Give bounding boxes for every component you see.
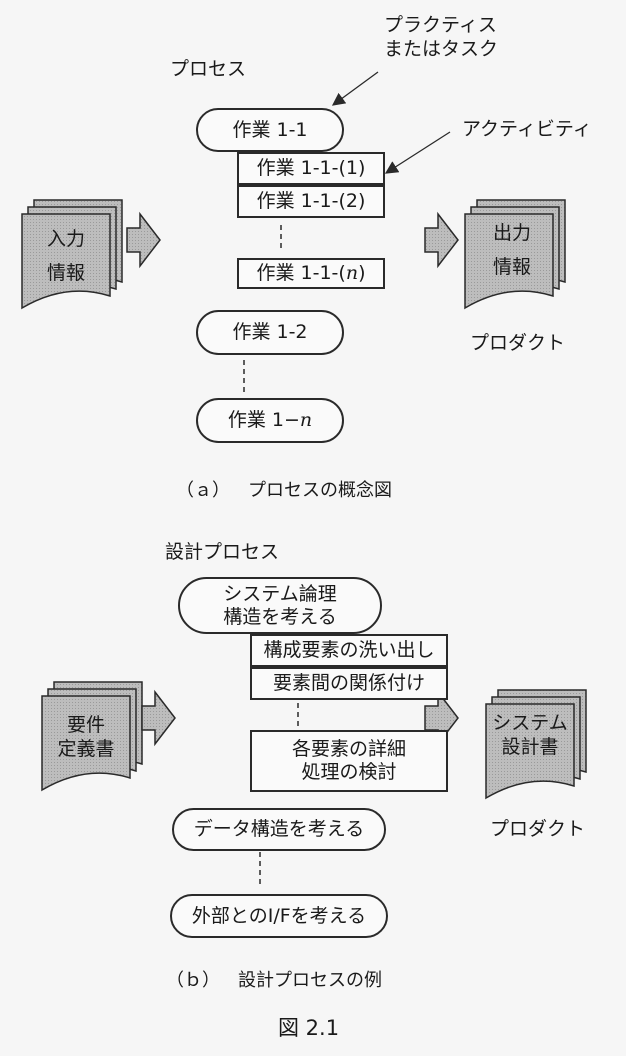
task-n-var: n (299, 409, 313, 432)
output-info-label: 出力 情報 (472, 222, 552, 280)
practice-callout-arrow (331, 71, 379, 106)
input-line1: 入力 (46, 228, 85, 250)
activity-1-1-1-box: 作業 1-1-(1) (237, 152, 385, 185)
activity-label: アクティビティ (462, 118, 592, 140)
task-1-n-box: 作業 1−n (196, 398, 344, 443)
output-document-stack-a (464, 199, 566, 310)
activity-n-var: n (345, 262, 359, 285)
task-1-1-box: 作業 1-1 (196, 108, 344, 152)
process-label-a: プロセス (170, 58, 247, 80)
activity-detail-processing-box: 各要素の詳細 処理の検討 (250, 730, 448, 792)
activity-n-prefix: 作業 1-1-( (256, 262, 346, 285)
task-data-structure-box: データ構造を考える (172, 808, 386, 851)
output-arrow-a (424, 211, 459, 269)
output-b-line2: 設計書 (501, 735, 559, 758)
input-b-line1: 要件 (66, 714, 105, 736)
figure-label: 図 2.1 (278, 1016, 340, 1040)
practice-label: プラクティス またはタスク (384, 14, 498, 62)
output-b-line1: システム (492, 712, 568, 734)
output-line2: 情報 (492, 255, 531, 278)
input-arrow-a (126, 211, 161, 269)
activity-1-1-n-box: 作業 1-1-(n) (237, 258, 385, 289)
activity-n-suffix: ) (358, 262, 366, 285)
activity-identify-elements-box: 構成要素の洗い出し (250, 634, 448, 667)
task-system-logic-line2: 構造を考える (223, 605, 337, 628)
practice-label-line2: またはタスク (384, 37, 499, 60)
input-requirements-label: 要件 定義書 (46, 714, 126, 762)
input-document-stack-a (21, 199, 123, 310)
activity-detail-line1: 各要素の詳細 (291, 738, 406, 761)
input-line2: 情報 (46, 261, 85, 284)
activity-relate-elements-box: 要素間の関係付け (250, 667, 448, 700)
input-document-stack-b (41, 681, 143, 792)
output-line1: 出力 (492, 222, 531, 244)
task-system-logic-box: システム論理 構造を考える (178, 577, 382, 634)
activity-callout-arrow (384, 131, 451, 174)
task-system-logic-line1: システム論理 (223, 582, 337, 605)
input-b-line2: 定義書 (57, 737, 115, 760)
activity-detail-line2: 処理の検討 (301, 761, 397, 783)
product-label-a: プロダクト (470, 332, 566, 354)
output-design-doc-label: システム 設計書 (486, 712, 574, 760)
caption-b-text: 設計プロセスの例 (238, 970, 382, 991)
process-label-b: 設計プロセス (165, 541, 280, 563)
task-1-2-box: 作業 1-2 (196, 310, 344, 355)
task-external-if-box: 外部とのI/Fを考える (170, 894, 388, 938)
practice-label-line1: プラクティス (384, 14, 497, 36)
caption-b: （ｂ） 設計プロセスの例 (166, 966, 382, 992)
activity-1-1-2-box: 作業 1-1-(2) (237, 185, 385, 218)
product-label-b: プロダクト (490, 818, 586, 840)
input-info-label: 入力 情報 (26, 228, 106, 286)
caption-b-tag: （ｂ） (166, 970, 220, 991)
output-document-stack-b (485, 689, 587, 800)
caption-a-tag: （ａ） (176, 480, 230, 501)
caption-a-text: プロセスの概念図 (248, 480, 392, 501)
caption-a: （ａ） プロセスの概念図 (176, 476, 392, 502)
input-arrow-b (141, 689, 176, 747)
task-n-prefix: 作業 1− (227, 409, 300, 432)
